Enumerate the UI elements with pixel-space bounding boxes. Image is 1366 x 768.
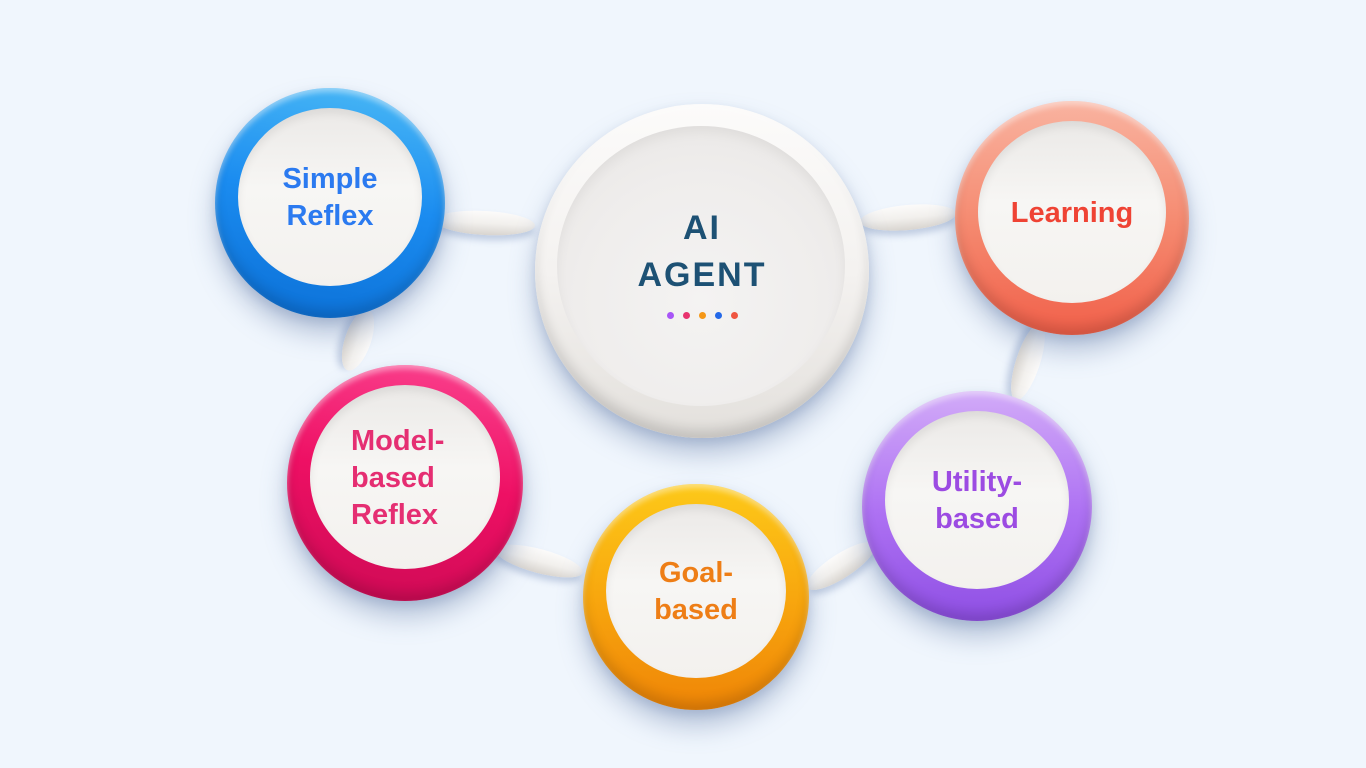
label-line: based (654, 594, 738, 626)
label-line: Goal- (658, 557, 734, 589)
node-inner-disc (238, 108, 422, 286)
label-line: Utility- (931, 466, 1023, 498)
node-simple-reflex: Simple Reflex (215, 88, 445, 318)
accent-dot (682, 312, 690, 319)
hub-inner-disc (557, 126, 845, 406)
node-model-based-reflex: Model- based Reflex (287, 365, 523, 601)
label-line: Reflex (286, 200, 374, 232)
label-line: Model- (351, 424, 445, 457)
accent-dot (666, 312, 674, 319)
label-line: Simple (282, 163, 378, 195)
label-line: based (935, 503, 1019, 535)
accent-dots (666, 312, 738, 319)
label-line: Learning (1010, 196, 1134, 229)
connector-simple-reflex-hub (434, 208, 536, 238)
label-line: based (351, 461, 435, 494)
hub-title: AI AGENT (535, 104, 869, 420)
node-inner-disc (310, 385, 500, 569)
node-label-simple-reflex: Simple Reflex (215, 88, 445, 308)
accent-dot (714, 312, 722, 319)
node-inner-disc (978, 121, 1166, 303)
hub-node-ai-agent: AI AGENT (535, 104, 869, 438)
node-learning: Learning (955, 101, 1189, 335)
accent-dot (730, 312, 738, 319)
node-label-learning: Learning (955, 101, 1189, 325)
hub-title-line2: AGENT (637, 256, 767, 294)
connector-hub-learning (859, 200, 957, 235)
node-goal-based: Goal- based (583, 484, 809, 710)
node-inner-disc (885, 411, 1069, 589)
node-label-goal-based: Goal- based (583, 484, 809, 700)
label-line: Reflex (351, 498, 439, 531)
hub-title-line1: AI (683, 209, 721, 247)
node-utility-based: Utility- based (862, 391, 1092, 621)
node-label-model-based-reflex: Model- based Reflex (287, 365, 523, 591)
node-label-utility-based: Utility- based (862, 391, 1092, 611)
accent-dot (698, 312, 706, 319)
node-inner-disc (606, 504, 786, 678)
